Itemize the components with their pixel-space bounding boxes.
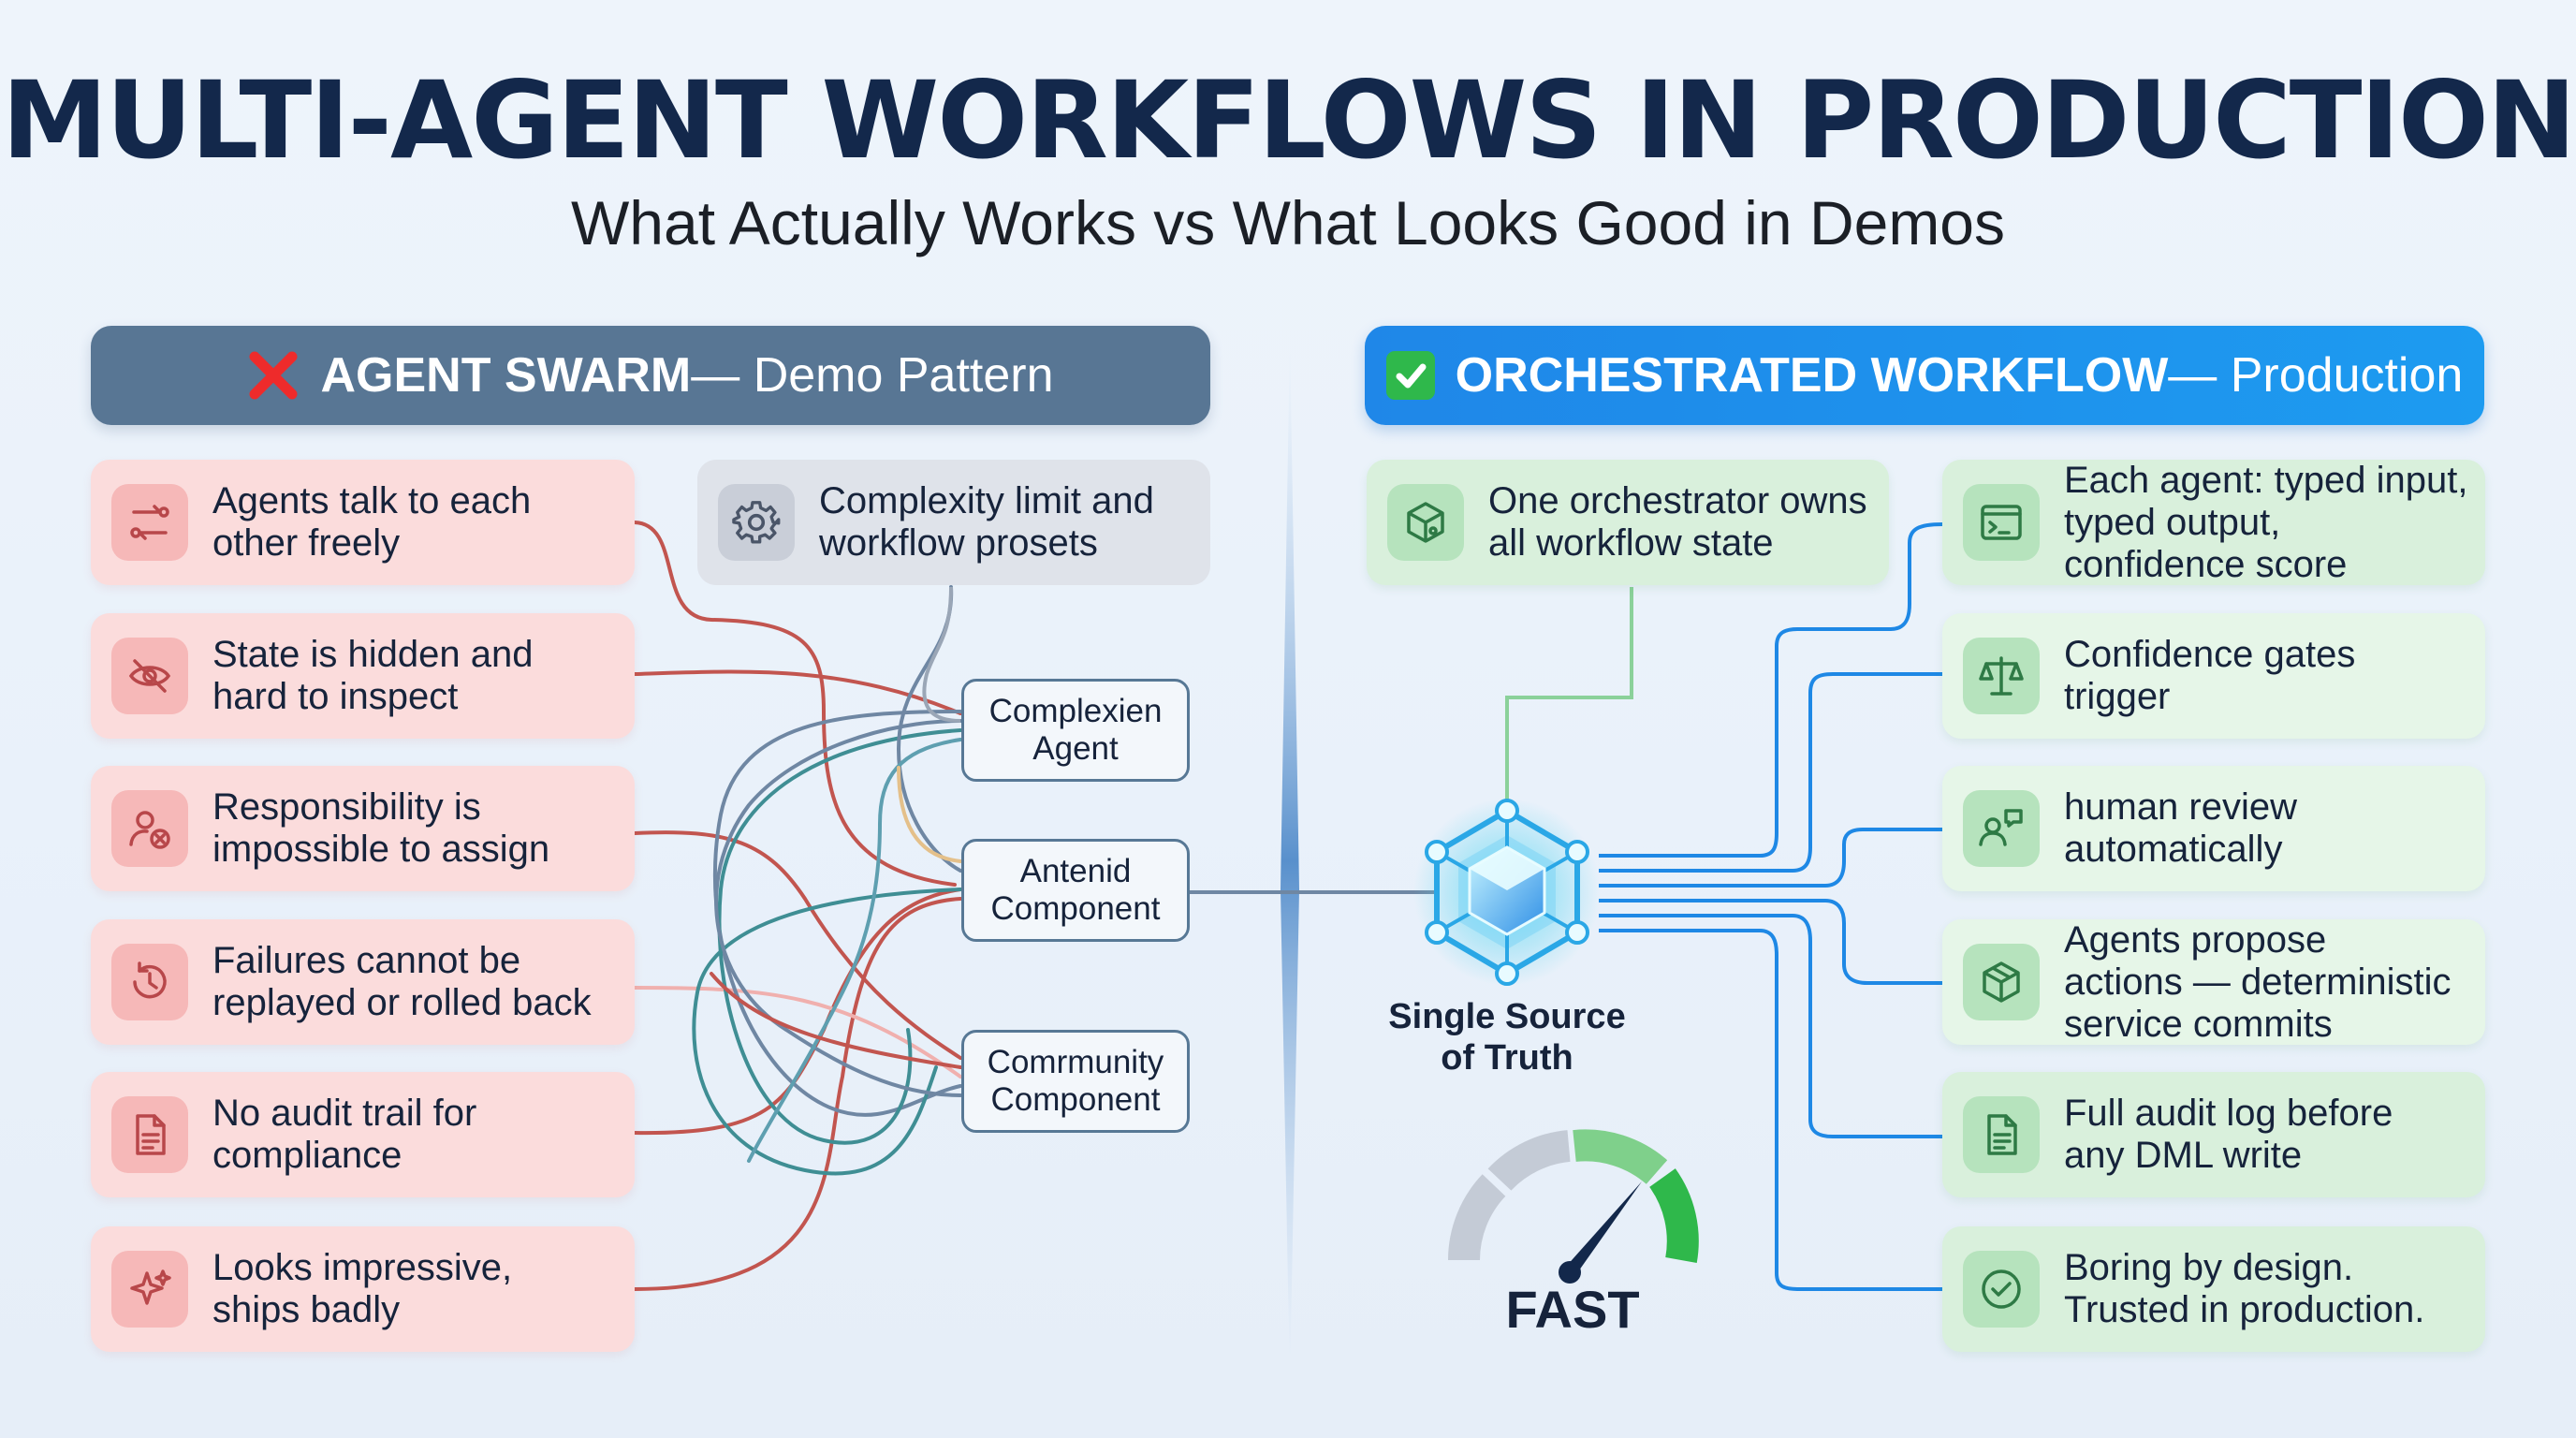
- single-source-hub: [1413, 799, 1601, 986]
- swarm-node-community: Comrmunity Component: [961, 1030, 1190, 1133]
- orchestrated-workflow-title: ORCHESTRATED WORKFLOW: [1455, 348, 2169, 403]
- speed-gauge: [1448, 1129, 1699, 1284]
- swarm-problem-text: Responsibility is impossible to assign: [212, 786, 550, 870]
- single-source-label: Single Source of Truth: [1388, 997, 1626, 1078]
- gauge-needle: [1565, 1181, 1642, 1277]
- checkmark-box-icon: [1385, 351, 1435, 400]
- feature-text: human review automatically: [2064, 786, 2298, 870]
- agent-swarm-subtitle: — Demo Pattern: [691, 348, 1054, 403]
- gear-icon: [718, 484, 795, 561]
- swarm-problem-text: State is hidden and hard to inspect: [212, 634, 534, 717]
- swarm-problem-card: Looks impressive, ships badly: [91, 1226, 635, 1352]
- document-icon: [1963, 1096, 2040, 1173]
- swarm-problem-card: Responsibility is impossible to assign: [91, 766, 635, 891]
- history-icon: [111, 944, 188, 1020]
- terminal-window-icon: [1963, 484, 2040, 561]
- agent-swarm-banner: AGENT SWARM — Demo Pattern: [91, 326, 1210, 425]
- user-x-icon: [111, 790, 188, 867]
- complexity-limit-text: Complexity limit and workflow prosets: [819, 480, 1154, 564]
- swarm-problem-text: No audit trail for compliance: [212, 1093, 477, 1176]
- swarm-tangle: [633, 521, 962, 1291]
- box-icon: [1963, 944, 2040, 1020]
- agent-swarm-title: AGENT SWARM: [320, 348, 692, 403]
- feature-text: Full audit log before any DML write: [2064, 1093, 2393, 1176]
- feature-card: Confidence gates trigger: [1942, 613, 2485, 739]
- sparkles-icon: [111, 1251, 188, 1328]
- check-circle-icon: [1963, 1251, 2040, 1328]
- arrows-exchange-icon: [111, 484, 188, 561]
- feature-text: Boring by design. Trusted in production.: [2064, 1247, 2425, 1330]
- swarm-problem-text: Failures cannot be replayed or rolled ba…: [212, 940, 592, 1023]
- swarm-problem-text: Looks impressive, ships badly: [212, 1247, 513, 1330]
- feature-connectors: [1599, 522, 1943, 1291]
- feature-card: Boring by design. Trusted in production.: [1942, 1226, 2485, 1352]
- feature-card: Each agent: typed input, typed output, c…: [1942, 460, 2485, 585]
- users-chat-icon: [1963, 790, 2040, 867]
- feature-text: Confidence gates trigger: [2064, 634, 2356, 717]
- feature-text: Each agent: typed input, typed output, c…: [2064, 459, 2468, 585]
- swarm-problem-card: Agents talk to each other freely: [91, 460, 635, 585]
- orchestrator-connector: [1505, 587, 1633, 805]
- feature-card: Agents propose actions — deterministic s…: [1942, 919, 2485, 1045]
- feature-card: human review automatically: [1942, 766, 2485, 891]
- orchestrated-workflow-banner: ORCHESTRATED WORKFLOW — Production: [1365, 326, 2484, 425]
- eye-off-icon: [111, 638, 188, 714]
- gauge-label: FAST: [1505, 1280, 1640, 1339]
- swarm-node-agent: Complexien Agent: [961, 679, 1190, 782]
- swarm-problem-card: No audit trail for compliance: [91, 1072, 635, 1197]
- swarm-problem-text: Agents talk to each other freely: [212, 480, 532, 564]
- orchestrated-workflow-subtitle: — Production: [2168, 348, 2464, 403]
- x-mark-icon: [247, 349, 300, 402]
- cube-icon: [1387, 484, 1464, 561]
- page-subtitle: What Actually Works vs What Looks Good i…: [570, 188, 2006, 257]
- orchestrator-card: One orchestrator owns all workflow state: [1367, 460, 1889, 585]
- center-divider: [1281, 337, 1299, 1386]
- feature-text: Agents propose actions — deterministic s…: [2064, 918, 2452, 1045]
- swarm-node-component: Antenid Component: [961, 839, 1190, 942]
- swarm-problem-card: State is hidden and hard to inspect: [91, 613, 635, 739]
- scale-icon: [1963, 638, 2040, 714]
- feature-card: Full audit log before any DML write: [1942, 1072, 2485, 1197]
- orchestrator-text: One orchestrator owns all workflow state: [1488, 480, 1867, 564]
- document-icon: [111, 1096, 188, 1173]
- page-title: MULTI-AGENT WORKFLOWS IN PRODUCTION: [1, 58, 2576, 183]
- complexity-limit-card: Complexity limit and workflow prosets: [697, 460, 1210, 585]
- swarm-problem-card: Failures cannot be replayed or rolled ba…: [91, 919, 635, 1045]
